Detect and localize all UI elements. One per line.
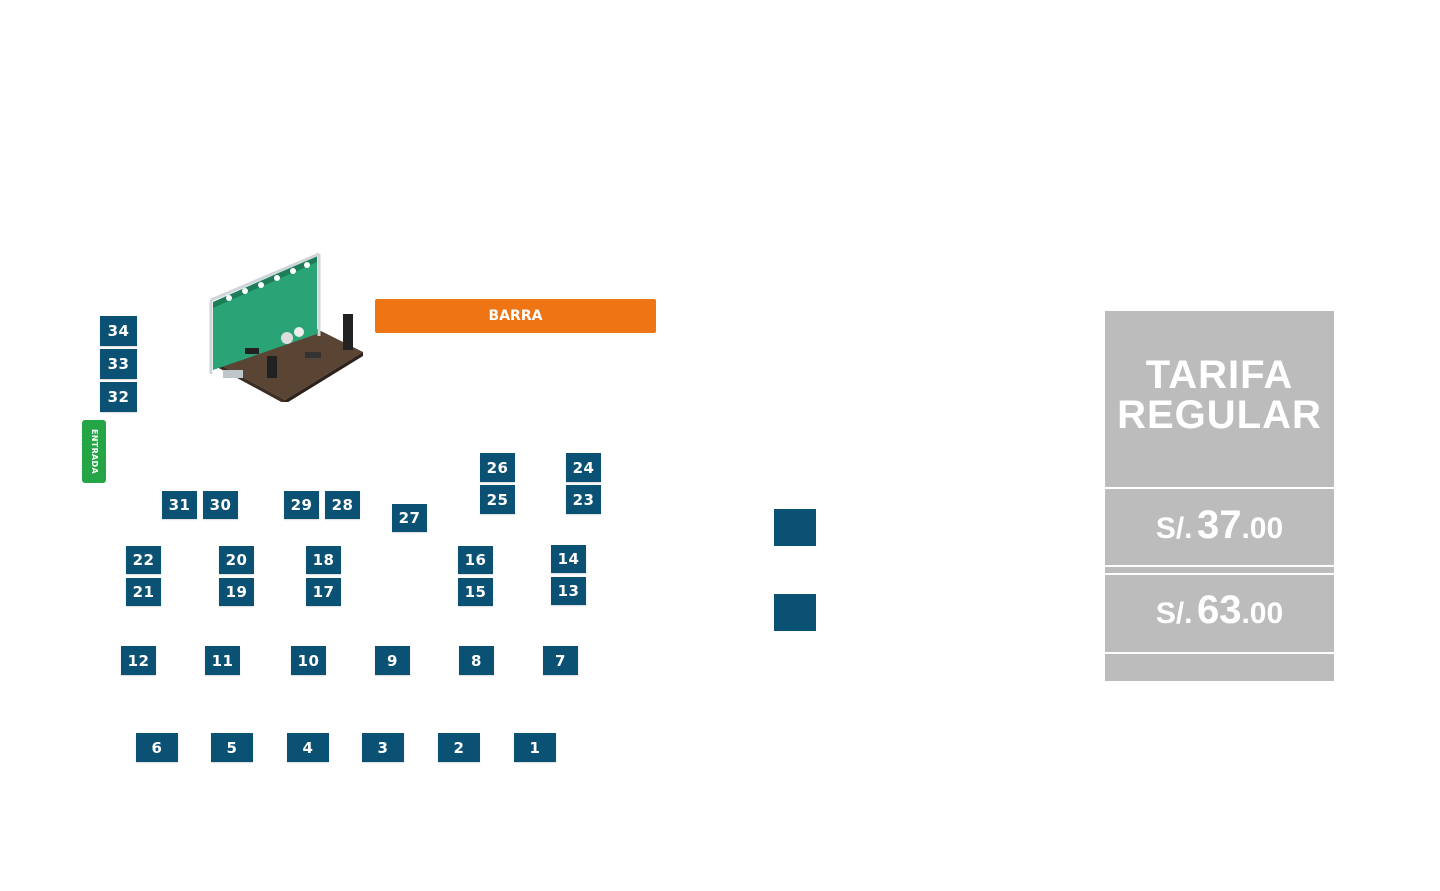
table-31[interactable]: 31 [162,491,197,519]
table-23[interactable]: 23 [566,485,601,514]
divider [1105,487,1334,489]
pricing-panel: TARIFA REGULAR S/. 37.00 S/. 63.00 [1105,311,1334,681]
table-25[interactable]: 25 [480,485,515,514]
bar-area: BARRA [375,299,656,333]
table-1[interactable]: 1 [514,733,556,762]
table-30[interactable]: 30 [203,491,238,519]
table-5[interactable]: 5 [211,733,253,762]
table-28[interactable]: 28 [325,491,360,519]
table-10[interactable]: 10 [291,646,326,675]
table-14[interactable]: 14 [551,545,586,573]
table-33[interactable]: 33 [100,349,137,379]
table-16[interactable]: 16 [458,546,493,574]
table-3[interactable]: 3 [362,733,404,762]
table-29[interactable]: 29 [284,491,319,519]
price-1: S/. 37.00 [1105,503,1334,548]
pricing-title-line1: TARIFA [1145,353,1294,397]
table-24[interactable]: 24 [566,453,601,482]
table-13[interactable]: 13 [551,577,586,605]
table-18[interactable]: 18 [306,546,341,574]
table-6[interactable]: 6 [136,733,178,762]
pricing-title-line2: REGULAR [1117,393,1322,437]
table-17[interactable]: 17 [306,578,341,606]
table-19[interactable]: 19 [219,578,254,606]
entrance-label: ENTRADA [89,429,99,474]
price-2-currency: S/. [1155,597,1193,630]
divider [1105,565,1334,567]
table-26[interactable]: 26 [480,453,515,482]
price-1-currency: S/. [1155,512,1193,545]
bar-label: BARRA [488,308,543,324]
divider [1105,573,1334,575]
table-27[interactable]: 27 [392,504,427,532]
table-20[interactable]: 20 [219,546,254,574]
entrance-marker: ENTRADA [82,420,106,483]
table-7[interactable]: 7 [543,646,578,675]
table-8[interactable]: 8 [459,646,494,675]
table-15[interactable]: 15 [458,578,493,606]
table-34[interactable]: 34 [100,316,137,346]
table-9[interactable]: 9 [375,646,410,675]
table-2[interactable]: 2 [438,733,480,762]
price-2-decimals: .00 [1241,597,1284,630]
table-32[interactable]: 32 [100,382,137,412]
table-12[interactable]: 12 [121,646,156,675]
divider [1105,652,1334,654]
price-2-integer: 63 [1196,588,1242,632]
table-11[interactable]: 11 [205,646,240,675]
stage-icon [209,252,363,402]
legend-swatch-2 [774,594,816,631]
table-4[interactable]: 4 [287,733,329,762]
price-2: S/. 63.00 [1105,588,1334,633]
price-1-decimals: .00 [1241,512,1284,545]
price-1-integer: 37 [1196,503,1242,547]
legend-swatch-1 [774,509,816,546]
table-21[interactable]: 21 [126,578,161,606]
pricing-title: TARIFA REGULAR [1105,355,1334,435]
table-22[interactable]: 22 [126,546,161,574]
